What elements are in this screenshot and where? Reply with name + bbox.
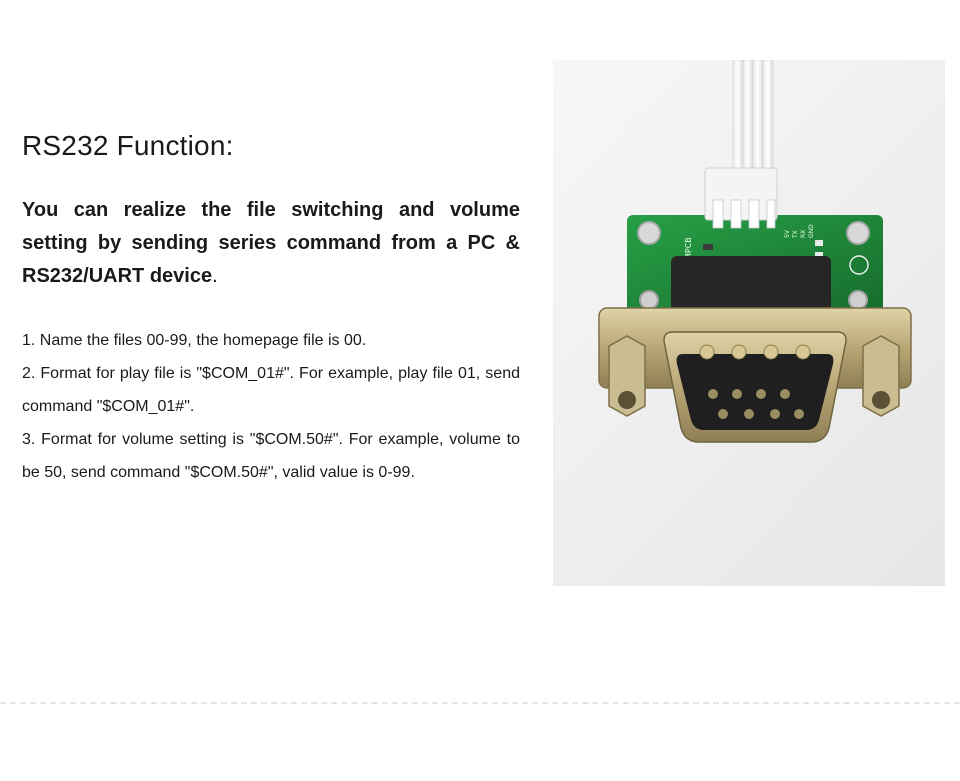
rs232-module-illustration: MPCB 5V TX RX GND (598, 60, 912, 443)
pin-label: RX (800, 230, 807, 238)
pin-label: TX (792, 230, 799, 239)
steps-list: 1. Name the files 00-99, the homepage fi… (22, 324, 520, 489)
standoff-right (862, 335, 900, 417)
dashed-divider (0, 702, 960, 704)
db9-connector (598, 256, 912, 443)
step-item: 2. Format for play file is "$COM_01#". F… (22, 365, 520, 415)
product-photo: MPCB 5V TX RX GND (553, 60, 945, 586)
pin-label: 5V (784, 229, 791, 238)
page-title: RS232 Function: (22, 130, 234, 161)
pin-label: GND (808, 224, 815, 238)
intro-bold-text: You can realize the file switching and v… (22, 199, 520, 287)
board-label: MPCB (684, 237, 693, 260)
wire-bundle (732, 60, 774, 181)
step-item: 1. Name the files 00-99, the homepage fi… (22, 332, 367, 349)
jst-header (704, 167, 778, 229)
step-item: 3. Format for volume setting is "$COM.50… (22, 431, 520, 481)
standoff-left (608, 335, 646, 417)
intro-paragraph: You can realize the file switching and v… (22, 194, 520, 293)
intro-trailing-text: . (212, 265, 218, 287)
